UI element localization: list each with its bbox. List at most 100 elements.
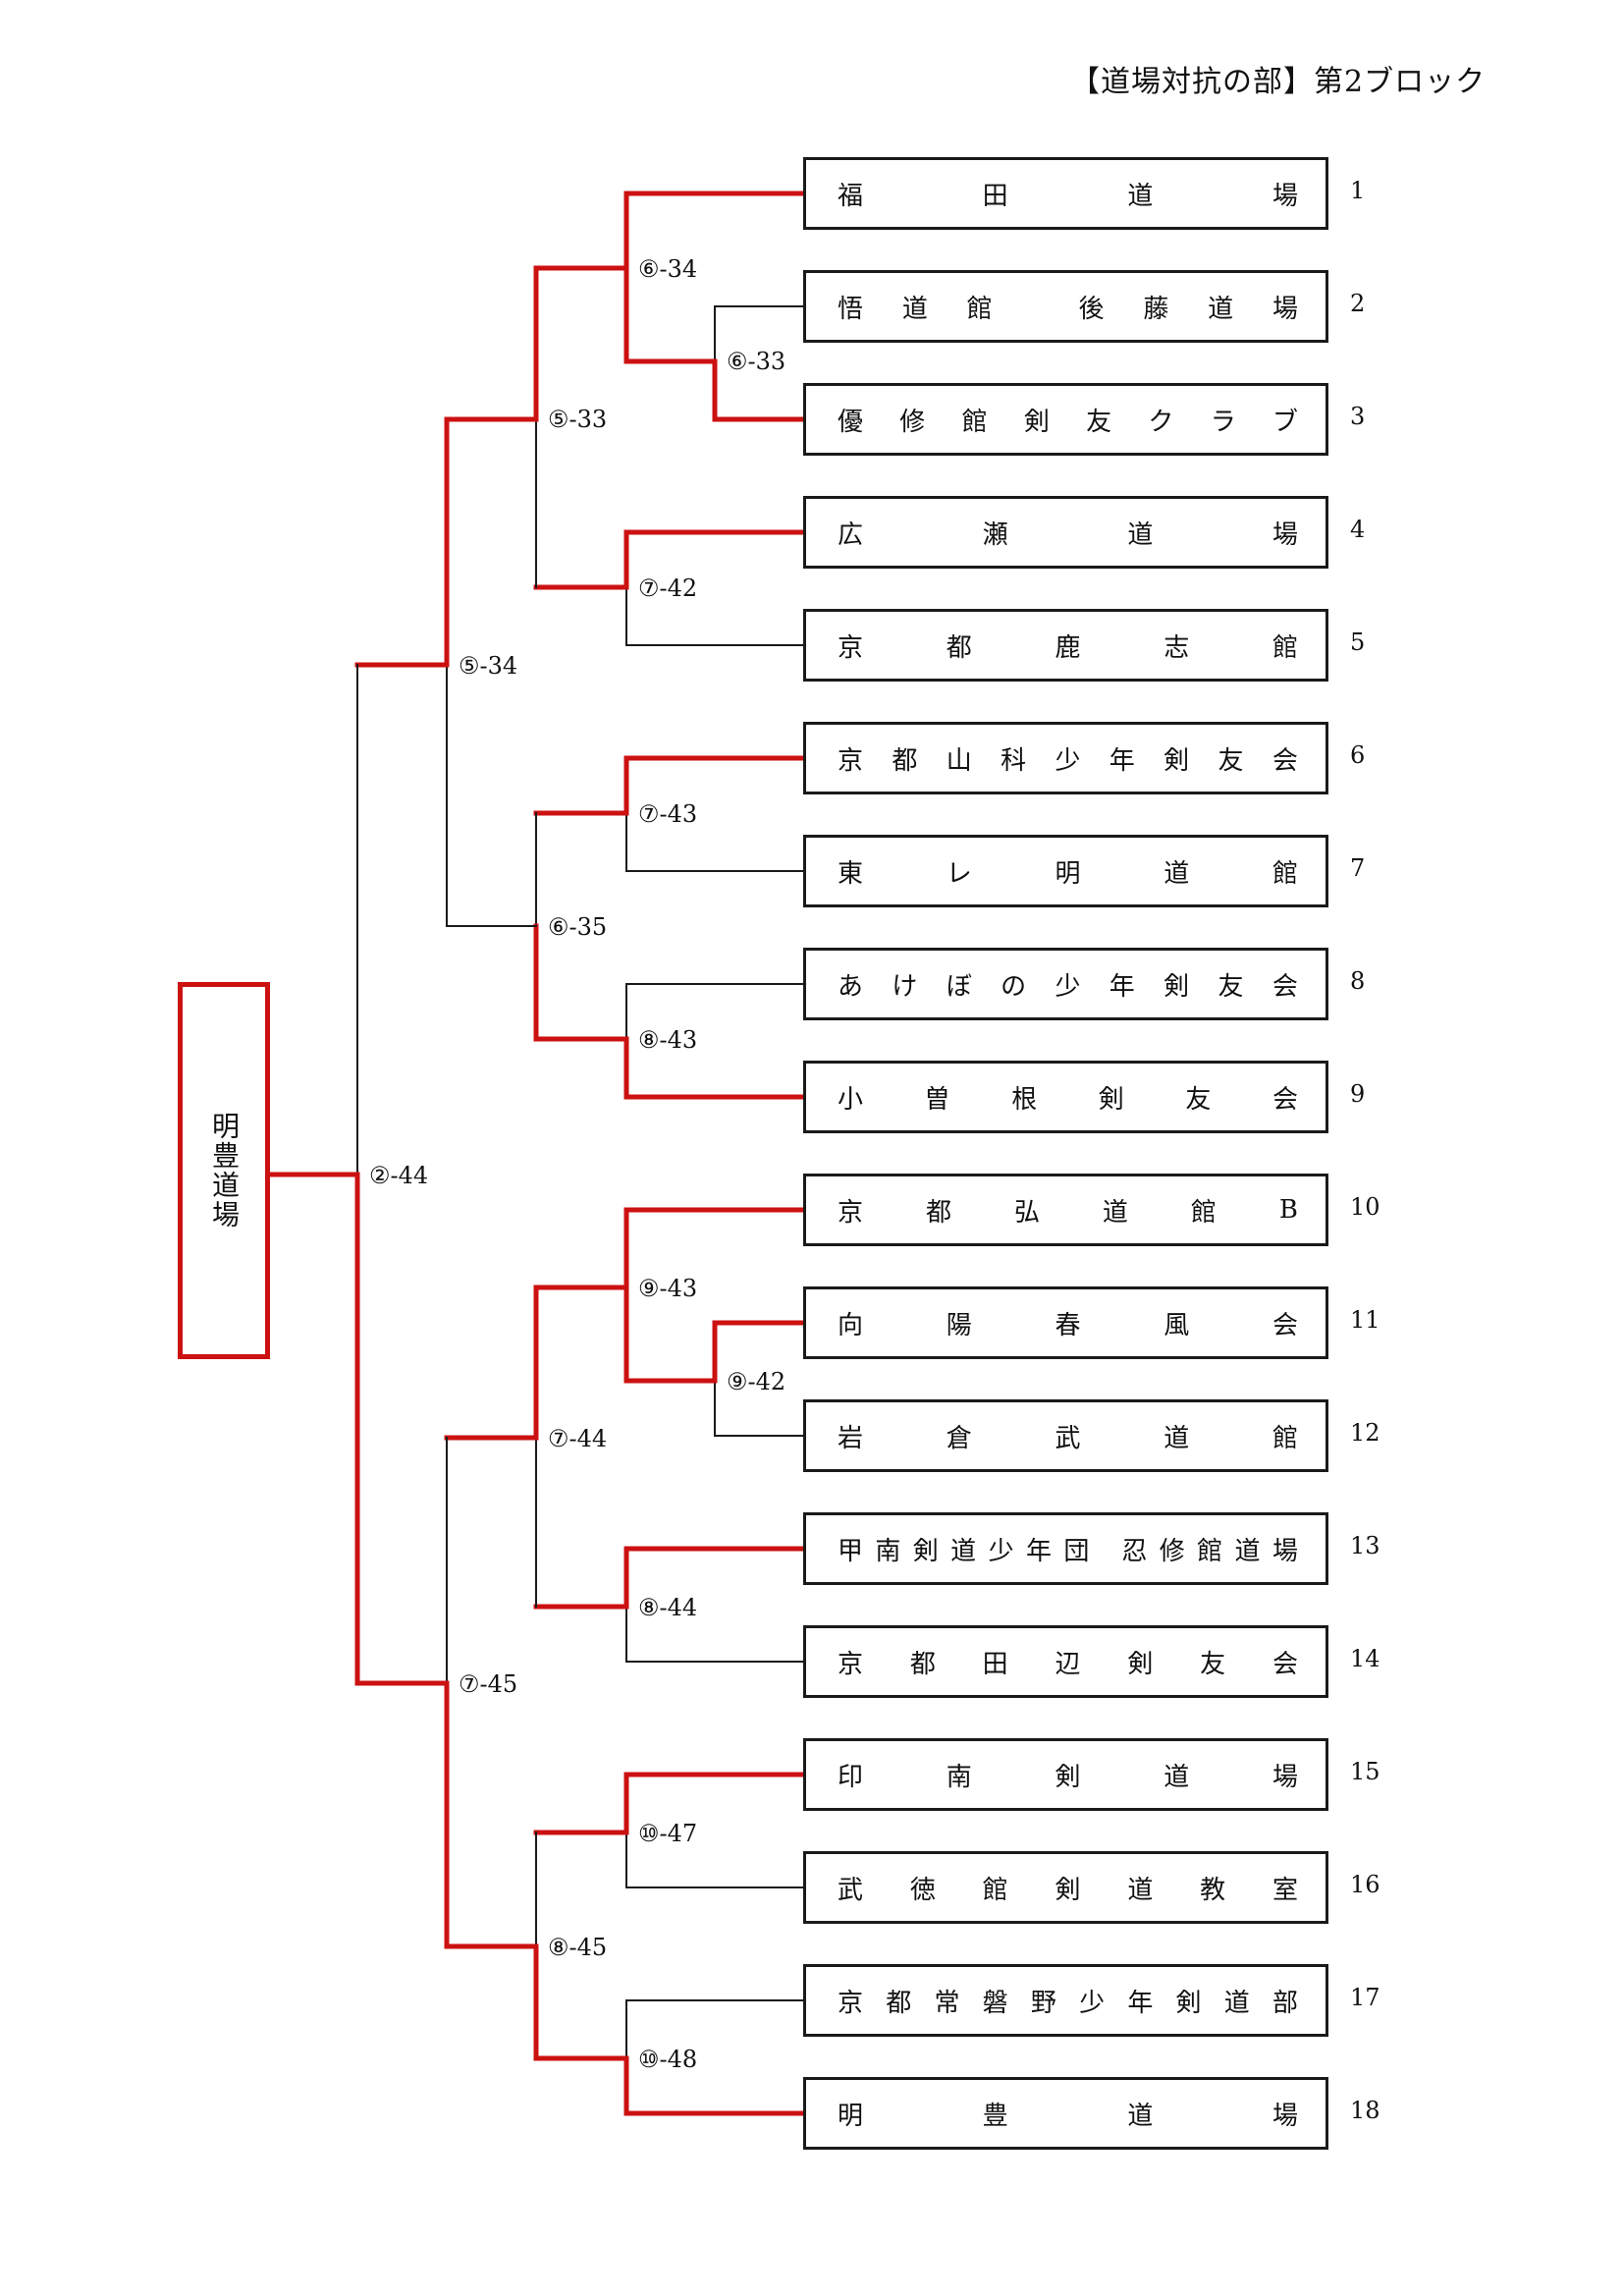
- team-name-char: ブ: [1271, 407, 1298, 437]
- team-name-char: 団: [1063, 1536, 1090, 1566]
- team-name-char: 少: [1055, 971, 1081, 1002]
- team-name-char: 瀬: [982, 519, 1008, 550]
- team-name-char: 少: [988, 1536, 1014, 1566]
- team-name-char: 道: [1163, 1423, 1190, 1453]
- team-name-char: 少: [1055, 745, 1081, 776]
- match-label-10-11to12: ⑨-43: [638, 1275, 698, 1302]
- team-name-char: 友: [1217, 971, 1244, 1002]
- team-name-char: 場: [1271, 1536, 1298, 1566]
- team-name-char: 都: [925, 1197, 951, 1228]
- team-name-char: 志: [1163, 632, 1190, 663]
- team-name-char: 館: [1271, 858, 1298, 889]
- match-label-4-5: ⑦-42: [638, 574, 698, 602]
- team-name-char: 館: [1271, 632, 1298, 663]
- match-label-1to3-4to5: ⑤-33: [548, 406, 608, 433]
- team-name-char: 年: [1025, 1536, 1052, 1566]
- team-name-char: 場: [1271, 519, 1298, 550]
- team-name-char: 館: [1197, 1536, 1223, 1566]
- team-name-char: 道: [1163, 858, 1190, 889]
- seed-number-6: 6: [1350, 741, 1366, 769]
- team-box-7: 東レ明道館: [803, 835, 1328, 907]
- team-name-char: 忍: [1121, 1536, 1148, 1566]
- team-name-char: 田: [982, 1649, 1008, 1679]
- team-name-char: 年: [1109, 745, 1135, 776]
- seed-number-7: 7: [1350, 854, 1366, 882]
- match-label-17-18: ⑩-48: [638, 2046, 698, 2073]
- team-box-12: 岩倉武道館: [803, 1399, 1328, 1472]
- team-name-char: B: [1278, 1195, 1298, 1225]
- match-label-15-16: ⑩-47: [638, 1820, 698, 1847]
- team-box-16: 武徳館剣道教室: [803, 1851, 1328, 1924]
- team-name-char: 印: [838, 1762, 864, 1792]
- team-name-char: 福: [838, 181, 864, 211]
- team-name-char: 館: [982, 1875, 1008, 1905]
- team-name-char: 道: [1127, 519, 1154, 550]
- team-name-char: 風: [1163, 1310, 1190, 1340]
- team-name-char: 館: [966, 294, 993, 324]
- team-box-15: 印南剣道場: [803, 1738, 1328, 1811]
- team-name-char: 部: [1271, 1988, 1298, 2018]
- team-name-char: 野: [1030, 1988, 1056, 2018]
- team-name-char: 年: [1109, 971, 1135, 1002]
- seed-number-14: 14: [1350, 1645, 1380, 1672]
- team-name-char: 倉: [946, 1423, 972, 1453]
- team-name-char: 場: [1271, 2101, 1298, 2131]
- team-name-char: 後: [1078, 294, 1105, 324]
- team-name-char: レ: [946, 858, 972, 889]
- team-name-char: 館: [1271, 1423, 1298, 1453]
- team-box-9: 小曽根剣友会: [803, 1061, 1328, 1133]
- team-box-13: 甲南剣道少年団 忍修館道場: [803, 1512, 1328, 1585]
- seed-number-1: 1: [1350, 177, 1366, 204]
- team-name-char: 明: [1055, 858, 1081, 889]
- team-name-char: 会: [1271, 745, 1298, 776]
- team-box-4: 広瀬道場: [803, 496, 1328, 569]
- team-name-char: 悟: [838, 294, 864, 324]
- team-name-char: 南: [946, 1762, 972, 1792]
- team-name-char: 会: [1271, 1084, 1298, 1115]
- team-name-char: 都: [946, 632, 972, 663]
- team-name-char: 剣: [1163, 745, 1190, 776]
- team-name-char: 道: [950, 1536, 977, 1566]
- seed-number-12: 12: [1350, 1419, 1380, 1447]
- team-name-char: 都: [909, 1649, 936, 1679]
- team-name-char: 道: [1163, 1762, 1190, 1792]
- seed-number-4: 4: [1350, 516, 1366, 543]
- team-box-11: 向陽春風会: [803, 1286, 1328, 1359]
- match-label-final: ②-44: [369, 1162, 429, 1189]
- seed-number-5: 5: [1350, 629, 1366, 656]
- team-name-char: 広: [838, 519, 864, 550]
- team-name-char: 道: [1127, 1875, 1154, 1905]
- match-label-10to12-13to14: ⑦-44: [548, 1425, 608, 1452]
- team-name-char: 会: [1271, 971, 1298, 1002]
- page-title: 【道場対抗の部】第2ブロック: [1070, 65, 1487, 99]
- match-label-2-3: ⑥-33: [727, 348, 786, 375]
- team-name-char: 道: [1127, 2101, 1154, 2131]
- match-label-11-12: ⑨-42: [727, 1368, 786, 1395]
- team-name-char: 陽: [946, 1310, 972, 1340]
- team-name-char: 剣: [1055, 1875, 1081, 1905]
- team-name-char: 友: [1200, 1649, 1226, 1679]
- champion-box: 明豊道場: [178, 982, 270, 1359]
- team-name-char: 修: [899, 407, 926, 437]
- team-name-char: 京: [838, 745, 864, 776]
- team-name-char: 道: [1208, 294, 1234, 324]
- team-name-char: 場: [1271, 1762, 1298, 1792]
- seed-number-2: 2: [1350, 290, 1366, 317]
- team-box-6: 京都山科少年剣友会: [803, 722, 1328, 794]
- team-name-char: 道: [1102, 1197, 1128, 1228]
- team-name-char: 甲: [838, 1536, 864, 1566]
- team-box-1: 福田道場: [803, 157, 1328, 230]
- team-box-17: 京都常磐野少年剣道部: [803, 1964, 1328, 2037]
- match-label-8-9: ⑧-43: [638, 1026, 698, 1054]
- team-name-char: 道: [1127, 181, 1154, 211]
- team-name-char: [1102, 1534, 1109, 1563]
- team-box-18: 明豊道場: [803, 2077, 1328, 2150]
- team-name-char: け: [892, 971, 918, 1002]
- team-name-char: ラ: [1210, 407, 1236, 437]
- team-name-char: 都: [886, 1988, 912, 2018]
- team-name-char: ぼ: [946, 971, 972, 1002]
- match-label-13-14: ⑧-44: [638, 1594, 698, 1621]
- team-name-char: 友: [1185, 1084, 1212, 1115]
